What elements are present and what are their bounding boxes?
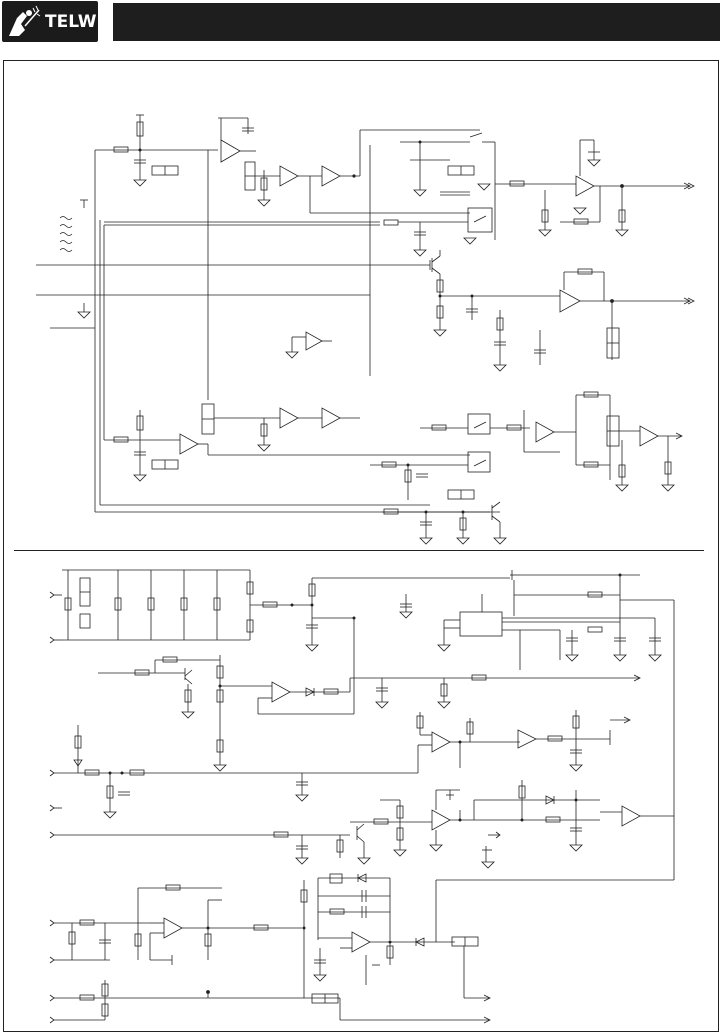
junction-dots	[108, 140, 622, 944]
page-header: TELWIN	[0, 0, 722, 44]
welder-icon	[5, 4, 43, 39]
schematic-frame	[3, 60, 719, 1032]
header-title-bar	[113, 3, 720, 41]
brand-logo: TELWIN	[2, 1, 117, 42]
brand-name: TELWIN	[45, 12, 118, 32]
section-divider	[14, 550, 704, 551]
upper-section	[36, 114, 695, 545]
lower-section	[49, 569, 675, 1024]
